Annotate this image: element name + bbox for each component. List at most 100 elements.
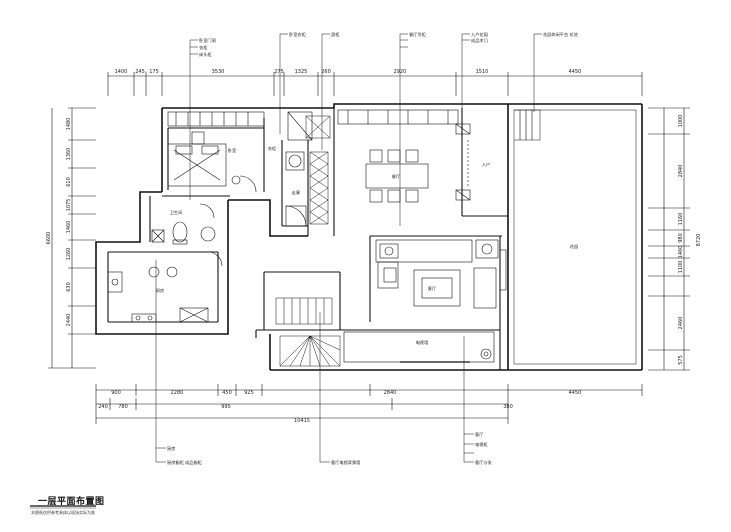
kitchen-sink <box>107 271 123 293</box>
kitchen-door-swing <box>207 251 223 267</box>
annotation-label: 卧室衣柜 <box>289 31 306 38</box>
bottom-leader-lines <box>155 260 474 463</box>
room-label-living: 客厅 <box>428 285 436 292</box>
bottom-dimension-labels: 900 2280 450 925 2840 4450 240 780 995 3… <box>98 390 581 424</box>
dim-bottom: 450 <box>222 390 232 396</box>
stair-upper <box>275 297 333 325</box>
coffee-table <box>413 269 461 307</box>
dim-bottom: 995 <box>221 404 231 410</box>
room-label-bedroom: 卧室 <box>228 147 236 154</box>
room-label-bath: 卫生间 <box>170 209 183 216</box>
top-leader-lines <box>189 33 542 226</box>
annotation-label: 客厅电视背景墙 <box>331 459 360 466</box>
dim-top: 1400 <box>115 69 128 75</box>
toilet <box>172 221 188 243</box>
dim-left: 630 <box>66 282 72 292</box>
bottom-annotation-labels: 厨房 厨房橱柜 成品橱柜 客厅电视背景墙 客厅 电视柜 客厅沙发 <box>167 431 493 466</box>
dining-sideboard <box>337 109 459 125</box>
wine-cabinet <box>305 115 331 225</box>
dim-top: 175 <box>149 69 159 75</box>
entry-garden <box>455 109 541 201</box>
annotation-label: 电视柜 <box>475 441 488 448</box>
dim-left: 1075 <box>66 199 72 212</box>
kitchen-fixtures <box>107 175 257 323</box>
bedroom-furniture <box>167 111 313 187</box>
dim-bottom: 925 <box>244 390 254 396</box>
room-label-corridor: 走廊 <box>292 189 300 196</box>
entry-door-swing <box>239 175 257 193</box>
tall-cabinet <box>287 111 313 141</box>
dim-bottom: 240 <box>98 404 108 410</box>
bottom-dimension-chain <box>95 384 643 424</box>
dim-left: 1460 <box>66 221 72 234</box>
annotation-label: 酒柜 <box>331 31 339 38</box>
dim-top: 275 <box>274 69 284 75</box>
floor-drain <box>151 229 165 243</box>
dining-table <box>365 163 429 189</box>
corridor-area <box>285 151 307 227</box>
top-annotation-labels: 卧室门洞 衣柜 床头柜 卧室衣柜 酒柜 餐厅吊柜 入户花园 成品木门 花园休闲平… <box>199 31 579 58</box>
wash-basin <box>200 226 216 242</box>
room-label-entry: 入户 <box>482 161 490 168</box>
annotation-label: 厨房 <box>167 445 175 452</box>
dim-total-bottom: 10415 <box>294 418 310 424</box>
dim-bottom: 2840 <box>384 390 397 396</box>
dim-left: 1360 <box>66 148 72 161</box>
room-label-tv: 电视墙 <box>416 339 429 346</box>
exterior-walls <box>95 103 643 371</box>
dim-right: 1160 <box>678 213 684 226</box>
refrigerator <box>179 307 209 323</box>
stove <box>131 313 157 323</box>
garden-inner-line <box>513 109 637 365</box>
interior-walls <box>107 108 508 370</box>
annotation-label: 客厅 <box>475 431 483 438</box>
room-label-kitchen: 厨房 <box>156 287 164 294</box>
dim-right: 1100 <box>678 261 684 274</box>
dim-right: 1460 <box>678 246 684 259</box>
annotation-label: 厨房橱柜 成品橱柜 <box>167 459 202 466</box>
dim-left-total: 6600 <box>46 232 52 245</box>
dim-bottom: 900 <box>111 390 121 396</box>
sofa <box>375 239 473 263</box>
living-furniture <box>343 239 507 363</box>
dim-top: 1510 <box>476 69 489 75</box>
dim-top: 260 <box>321 69 331 75</box>
kitchen-stool <box>148 266 160 278</box>
annotation-label: 床头柜 <box>199 51 212 58</box>
annotation-label: 入户花园 <box>471 31 488 38</box>
stairs <box>275 297 341 367</box>
dim-right: 2460 <box>678 317 684 330</box>
dim-bottom: 380 <box>503 404 513 410</box>
annotation-label: 卧室门洞 <box>199 37 216 44</box>
bedside-chair <box>191 131 205 145</box>
bedroom-wardrobe <box>167 111 265 127</box>
dim-right: 575 <box>678 355 684 365</box>
top-dimension-labels: 1400 245 175 3530 275 1325 260 2920 1510… <box>115 69 582 75</box>
tv-wall-cabinet <box>343 331 495 363</box>
annotation-label: 餐厅吊柜 <box>409 31 426 38</box>
dim-top: 2920 <box>394 69 407 75</box>
dim-left: 2440 <box>66 314 72 327</box>
room-label-dining: 餐厅 <box>392 173 400 180</box>
bath-door-swing <box>199 203 215 219</box>
annotation-label: 客厅沙发 <box>475 459 493 466</box>
dim-left: 1480 <box>66 118 72 131</box>
dim-right: 980 <box>678 233 684 243</box>
dim-left: 610 <box>66 177 72 187</box>
left-dimension-chain <box>48 107 96 369</box>
dim-right: 1000 <box>678 115 684 128</box>
room-labels: 卧室 衣柜 卫生间 走廊 餐厅 厨房 客厅 花园 入户 电视墙 <box>156 145 578 346</box>
drawing-title: 一层平面布置图 <box>38 497 105 507</box>
room-label-garden: 花园 <box>570 243 578 250</box>
dining-furniture <box>337 109 459 203</box>
washing-machine <box>285 151 305 171</box>
annotation-label: 衣柜 <box>199 44 207 51</box>
annotation-label: 成品木门 <box>471 37 488 44</box>
dim-right: 2840 <box>678 165 684 178</box>
right-dimension-chain <box>648 107 690 371</box>
dim-bottom: 780 <box>118 404 128 410</box>
drawing-subtitle: 本图纸仅供参考具体以现场实际为准 <box>31 510 95 515</box>
room-label-wardrobe: 衣柜 <box>268 145 276 152</box>
left-dimension-labels: 1480 1360 610 1075 1460 1260 630 2440 66… <box>46 118 72 327</box>
